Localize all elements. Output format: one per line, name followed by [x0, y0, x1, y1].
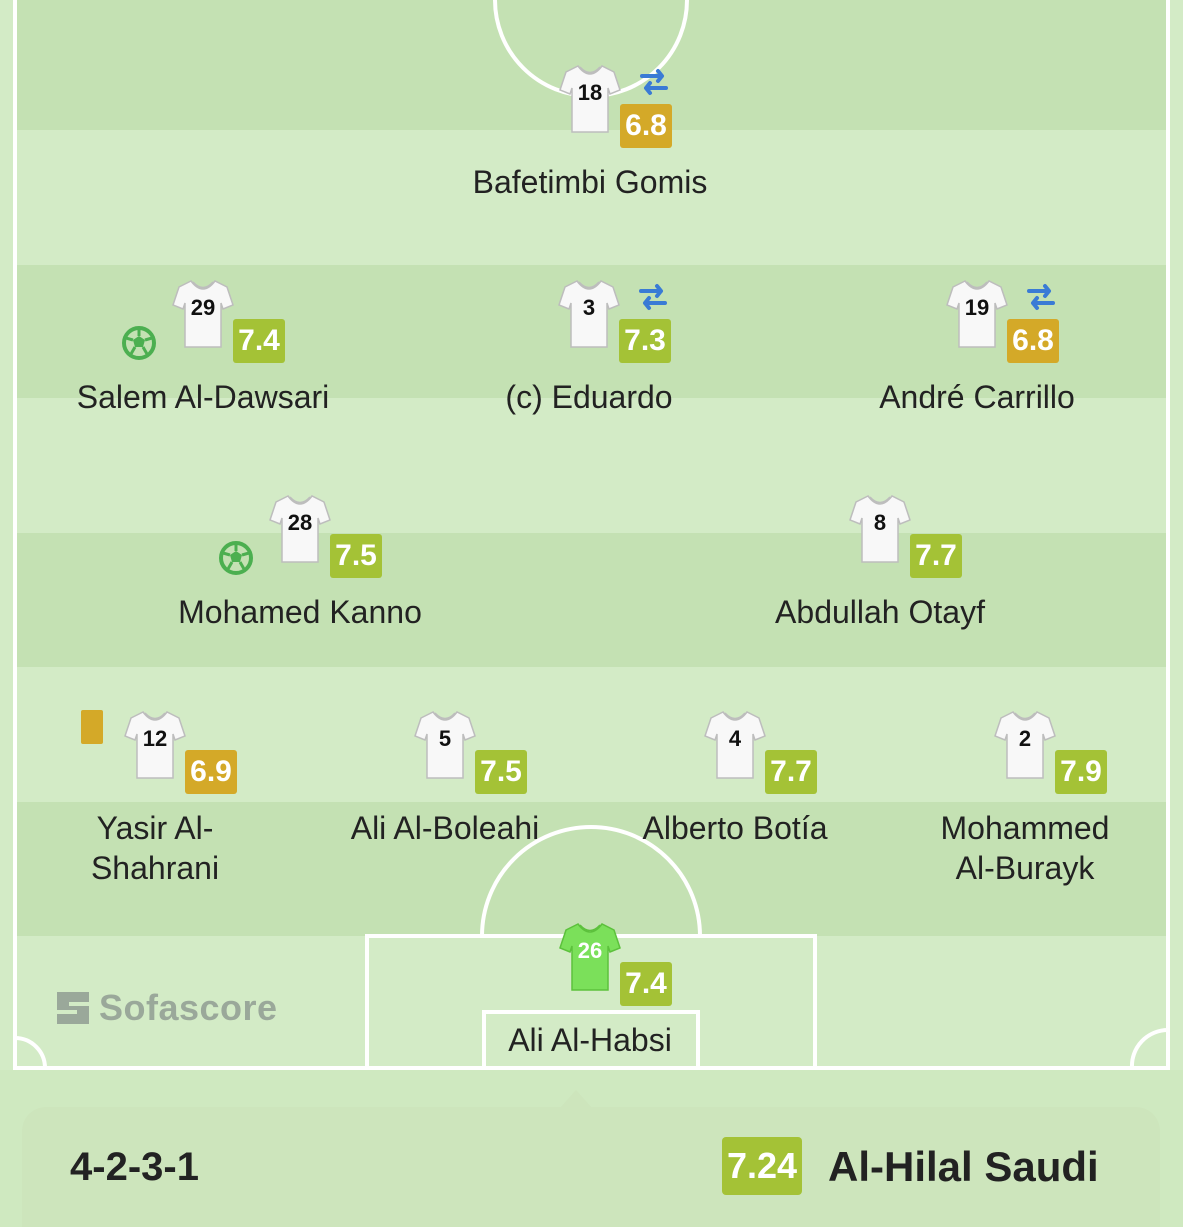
shirt-number: 18 — [577, 80, 603, 105]
goal-ball-icon — [121, 325, 157, 361]
player-name-line: Ali Al-Boleahi — [350, 810, 540, 846]
player-name[interactable]: Salem Al-Dawsari — [53, 377, 353, 417]
shirt-number: 28 — [287, 510, 313, 535]
shirt-shape — [124, 711, 186, 779]
shirt-shape — [414, 711, 476, 779]
shirt-number: 4 — [728, 726, 742, 751]
substitution-icon — [636, 64, 672, 100]
shirt-number: 5 — [438, 726, 452, 751]
player-rating: 7.3 — [619, 319, 671, 363]
player-name-line: Mohammed — [940, 810, 1110, 846]
shirt-number: 2 — [1018, 726, 1032, 751]
sofascore-brand: Sofascore — [55, 987, 278, 1028]
pitch — [13, 0, 1170, 1070]
team-name[interactable]: Al-Hilal Saudi — [828, 1143, 1099, 1190]
shirt-number: 19 — [964, 295, 990, 320]
shirt-shape — [558, 280, 620, 348]
player-name[interactable]: Bafetimbi Gomis — [440, 162, 740, 202]
player-shirt: 8 — [848, 492, 912, 564]
pitch-stripe — [17, 533, 1166, 667]
brand-name: Sofascore — [99, 987, 278, 1028]
player-name-line: Abdullah Otayf — [775, 594, 985, 630]
shirt-number: 12 — [142, 726, 168, 751]
player-name[interactable]: Mohamed Kanno — [150, 592, 450, 632]
player-name-line: Al-Burayk — [955, 850, 1095, 886]
pitch-stripe — [17, 802, 1166, 936]
shirt-number: 8 — [873, 510, 887, 535]
shirt-shape — [269, 495, 331, 563]
goal-ball-icon — [218, 540, 254, 576]
player-name-line: Yasir Al- — [96, 810, 214, 846]
shirt-number: 26 — [577, 938, 603, 963]
shirt-number: 29 — [190, 295, 216, 320]
player-rating: 7.7 — [910, 534, 962, 578]
player-rating: 7.7 — [765, 750, 817, 794]
player-rating: 7.9 — [1055, 750, 1107, 794]
player-name[interactable]: Yasir Al- Shahrani — [5, 808, 305, 888]
player-rating: 6.8 — [620, 104, 672, 148]
shirt-shape — [559, 65, 621, 133]
player-name-line: André Carrillo — [879, 379, 1075, 415]
pitch-markings — [14, 0, 1169, 1070]
player-shirt: 2 — [993, 708, 1057, 780]
shirt-shape — [704, 711, 766, 779]
player-name-line: Salem Al-Dawsari — [76, 379, 330, 415]
player-shirt: 28 — [268, 492, 332, 564]
player-name-line: (c) Eduardo — [505, 379, 673, 415]
yellow-card-icon — [81, 710, 103, 744]
player-name-line: Mohamed Kanno — [178, 594, 422, 630]
player-shirt: 29 — [171, 277, 235, 349]
substitution-icon — [1023, 279, 1059, 315]
player-rating: 7.4 — [620, 962, 672, 1006]
player-name[interactable]: Alberto Botía — [585, 808, 885, 848]
shirt-number: 3 — [582, 295, 596, 320]
player-name[interactable]: Ali Al-Boleahi — [295, 808, 595, 848]
substitution-icon — [635, 279, 671, 315]
player-rating: 7.5 — [475, 750, 527, 794]
touchline-right — [1166, 0, 1170, 1070]
shirt-shape — [172, 280, 234, 348]
footer-pointer — [560, 1090, 592, 1108]
touchline-left — [13, 0, 17, 1070]
player-rating: 6.9 — [185, 750, 237, 794]
shirt-shape — [994, 711, 1056, 779]
player-name[interactable]: Ali Al-Habsi — [440, 1020, 740, 1060]
player-rating: 6.8 — [1007, 319, 1059, 363]
player-name[interactable]: Abdullah Otayf — [730, 592, 1030, 632]
player-shirt: 12 — [123, 708, 187, 780]
sofascore-logo-icon — [57, 992, 89, 1024]
player-shirt: 4 — [703, 708, 767, 780]
shirt-shape — [559, 923, 621, 991]
player-name-line: Alberto Botía — [642, 810, 828, 846]
player-name[interactable]: André Carrillo — [827, 377, 1127, 417]
shirt-shape — [849, 495, 911, 563]
player-rating: 7.5 — [330, 534, 382, 578]
player-shirt: 5 — [413, 708, 477, 780]
player-name-line: Bafetimbi Gomis — [472, 164, 708, 200]
player-shirt: 18 — [558, 62, 622, 134]
player-name[interactable]: (c) Eduardo — [439, 377, 739, 417]
player-name-line: Ali Al-Habsi — [508, 1022, 672, 1058]
player-name-line: Shahrani — [90, 850, 220, 886]
team-rating: 7.24 — [722, 1137, 802, 1195]
shirt-shape — [946, 280, 1008, 348]
formation: 4-2-3-1 — [70, 1145, 199, 1189]
goalkeeper-shirt: 26 — [558, 920, 622, 992]
player-shirt: 19 — [945, 277, 1009, 349]
player-shirt: 3 — [557, 277, 621, 349]
player-rating: 7.4 — [233, 319, 285, 363]
team-footer: 4-2-3-1 7.24 Al-Hilal Saudi — [22, 1107, 1160, 1227]
